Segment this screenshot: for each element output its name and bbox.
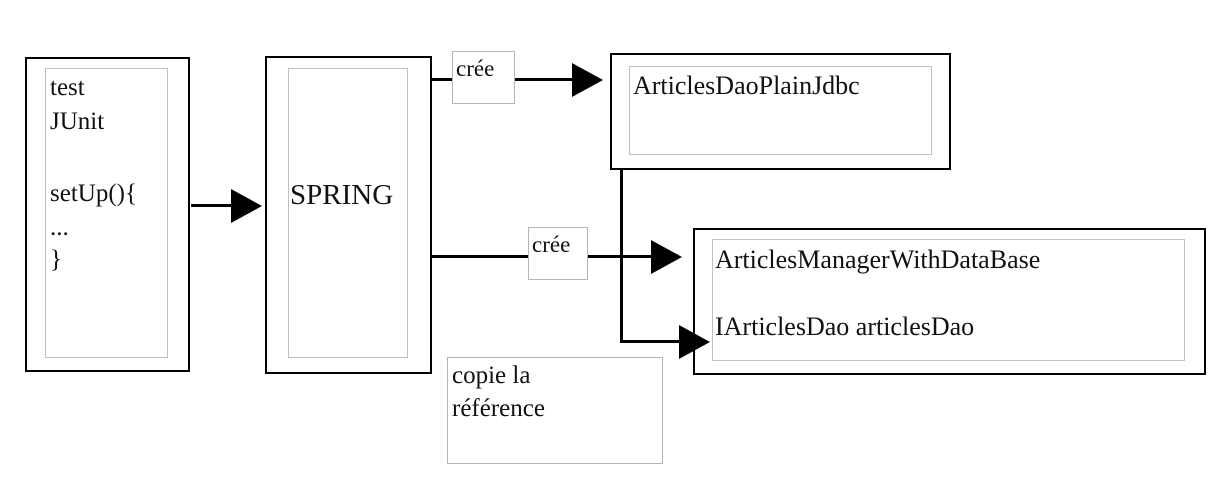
edge-reference-arrowhead bbox=[679, 325, 710, 359]
node-spring[interactable] bbox=[265, 56, 432, 374]
node-test-junit[interactable] bbox=[25, 57, 190, 372]
edge-cree-top-arrowhead bbox=[572, 63, 603, 97]
edge-reference-horizontal-line bbox=[620, 340, 683, 343]
node-articles-manager-line2: IArticlesDao articlesDao bbox=[715, 312, 975, 341]
test-junit-line4: ... bbox=[50, 214, 69, 241]
note-copie-la-reference[interactable] bbox=[447, 357, 663, 464]
node-articles-manager-inner bbox=[712, 239, 1185, 361]
edge-junit-to-spring-line bbox=[191, 204, 233, 207]
note-copie-la-reference-line2: référence bbox=[452, 395, 545, 422]
node-spring-inner bbox=[288, 68, 408, 358]
node-articles-dao-plain-jdbc[interactable] bbox=[610, 53, 951, 170]
node-articles-dao-plain-jdbc-label: ArticlesDaoPlainJdbc bbox=[633, 71, 860, 100]
edge-cree-middle-arrowhead bbox=[651, 240, 682, 274]
note-copie-la-reference-line1: copie la bbox=[452, 362, 531, 389]
test-junit-line5: } bbox=[50, 246, 62, 273]
edge-junit-to-spring-arrowhead bbox=[231, 189, 262, 223]
edge-label-cree-top-box bbox=[452, 51, 515, 104]
node-spring-label: SPRING bbox=[290, 179, 394, 211]
test-junit-line2: JUnit bbox=[50, 108, 105, 135]
node-test-junit-inner bbox=[45, 68, 168, 358]
node-articles-manager-line1: ArticlesManagerWithDataBase bbox=[715, 245, 1041, 274]
edge-label-cree-middle: crée bbox=[532, 232, 571, 257]
test-junit-line3: setUp(){ bbox=[50, 180, 137, 207]
test-junit-line1: test bbox=[50, 74, 85, 101]
node-articles-manager[interactable] bbox=[693, 228, 1206, 375]
edge-label-cree-middle-box bbox=[528, 227, 588, 280]
node-articles-dao-plain-jdbc-inner bbox=[629, 66, 932, 155]
edge-label-cree-top: crée bbox=[456, 56, 495, 81]
